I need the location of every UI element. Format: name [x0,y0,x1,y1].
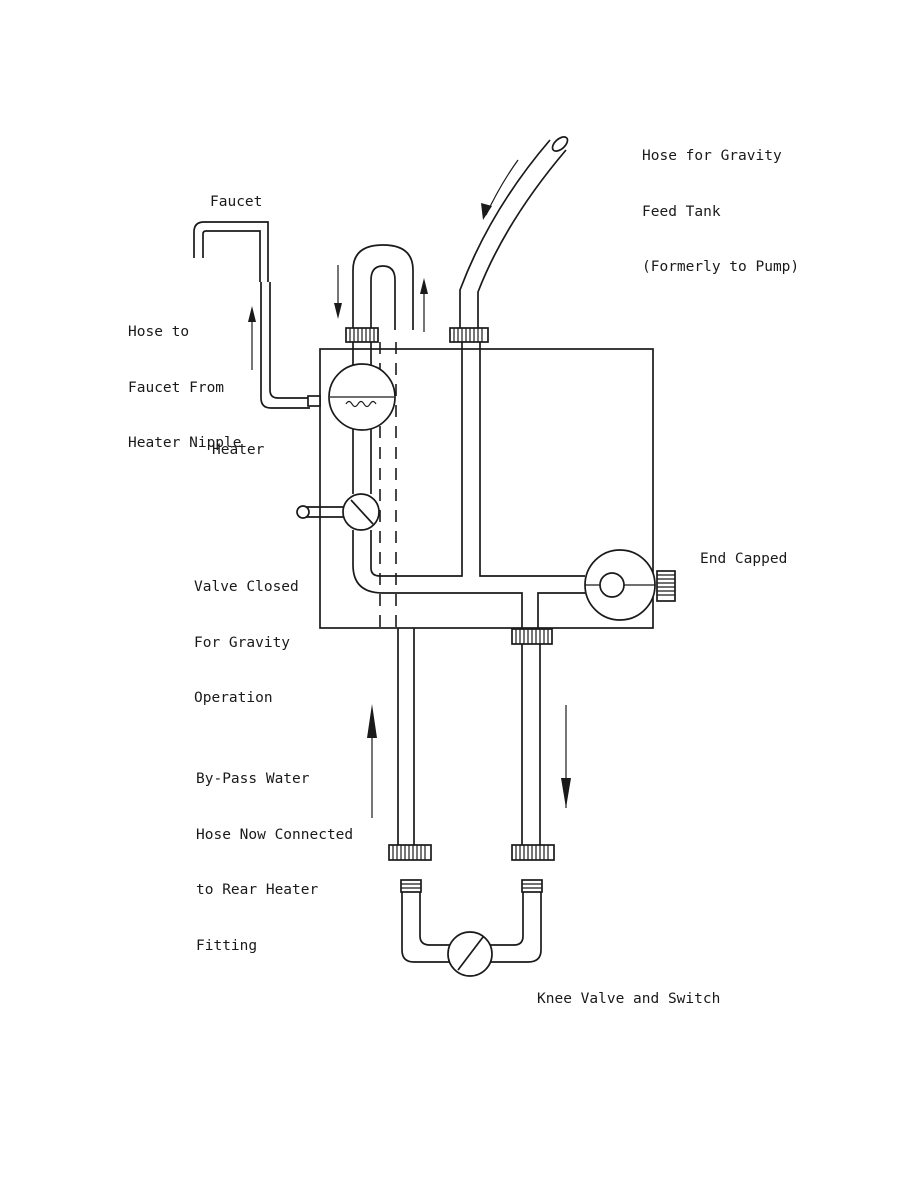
gravity-feed-hose [459,139,567,328]
fitting-lower-right-ribs [515,845,549,860]
hose-to-faucet-label: Hose to Faucet From Heater Nipple [128,286,242,471]
knee-valve-slot [457,936,484,971]
heater-tank [319,348,654,629]
gravity-hose-end [551,136,569,152]
heater-label: Heater [212,442,265,458]
faucet-label: Faucet [210,194,263,210]
u-tube-down-arrow-head [334,303,342,319]
heater-element-coils [345,400,377,408]
fitting-top-right-ribs [453,328,483,342]
fitting-top-left-ribs [349,328,375,342]
gravity-hose-label-line-1: Hose for Gravity [642,148,782,164]
knee-valve-cap-left [400,879,422,893]
valve-closed-label-line-3: Operation [194,690,273,706]
outlet-flow-arrow-head [561,778,571,808]
u-tube [352,244,414,330]
knee-valve-cap-right-ribs [522,883,542,889]
gravity-hose-label-line-3: (Formerly to Pump) [642,259,800,275]
gravity-valve-handle-slot [350,499,374,525]
end-cap-ribs [657,574,675,596]
fitting-bottom-ribs [515,629,549,644]
gravity-flow-arrow-head [481,203,492,220]
gravity-valve-stem [306,506,343,518]
bypass-flow-arrow-head [367,704,377,738]
gravity-hose-label: Hose for Gravity Feed Tank (Formerly to … [642,110,799,295]
knee-valve-tube [401,892,542,963]
bypass-label-line-3: to Rear Heater [196,882,319,898]
valve-closed-label-line-1: Valve Closed [194,579,299,595]
fitting-lower-left-ribs [392,845,426,860]
faucet-spout [193,221,269,282]
faucet-flow-arrow-head [248,306,256,322]
bypass-label: By-Pass Water Hose Now Connected to Rear… [196,733,353,974]
outlet-hose [521,644,541,845]
internal-pipe-right [479,342,585,628]
knee-valve-label: Knee Valve and Switch [537,991,721,1007]
bypass-label-line-2: Hose Now Connected [196,826,354,843]
hose-to-faucet-label-line-2: Faucet From [128,379,225,396]
end-capped-label: End Capped [700,551,788,567]
bypass-label-line-4: Fitting [196,937,258,954]
knee-valve-cap-right [521,879,543,893]
heater-nipple [307,395,321,407]
rear-fitting-inner [599,572,625,598]
gravity-valve-knob [296,505,310,519]
u-tube-up-arrow-head [420,278,428,294]
bypass-hose [397,628,415,845]
bypass-label-line-1: By-Pass Water [196,771,310,787]
hose-to-faucet-label-line-3: Heater Nipple [128,435,242,451]
hose-to-faucet-label-line-1: Hose to [128,324,190,340]
valve-closed-label: Valve Closed For Gravity Operation [194,541,299,726]
faucet-hose [260,282,310,409]
gravity-hose-label-line-2: Feed Tank [642,203,721,220]
knee-valve-cap-left-ribs [401,883,421,889]
valve-closed-label-line-2: For Gravity [194,634,291,651]
